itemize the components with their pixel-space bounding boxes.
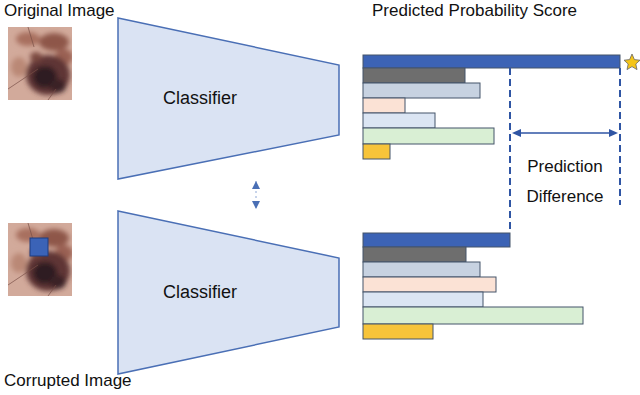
classifier-box: Classifier xyxy=(117,17,340,180)
node-text: Classifier xyxy=(163,88,237,109)
skin-image xyxy=(8,223,73,296)
skin-image xyxy=(8,27,73,100)
probability-bars xyxy=(363,55,620,339)
star-symbol xyxy=(624,54,640,70)
heading-text: Corrupted Image xyxy=(4,371,132,391)
dashed-guide xyxy=(509,68,511,233)
occlusion-patch xyxy=(30,238,48,256)
classifier-box: Classifier xyxy=(117,210,340,375)
heading-text: Original Image xyxy=(4,1,115,21)
trapezoid-shape xyxy=(118,211,339,374)
dashed-guide xyxy=(619,68,621,205)
difference-arrow xyxy=(512,129,618,137)
shared-weights-connector xyxy=(256,181,257,209)
node-text: Classifier xyxy=(163,282,237,303)
trapezoid-shape xyxy=(118,18,339,179)
heading-text: Predicted Probability Score xyxy=(372,1,577,21)
annotation-text: Prediction Difference xyxy=(510,152,620,212)
